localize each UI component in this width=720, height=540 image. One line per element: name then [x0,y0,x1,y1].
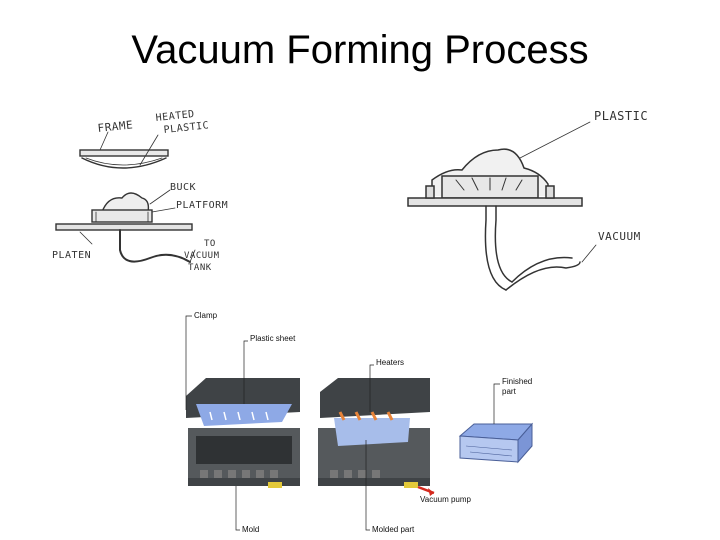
label-to: TO [204,239,216,249]
label-plastic-left: PLASTIC [163,120,210,136]
label-vacuum-pump: Vacuum pump [420,495,472,504]
label-finished: Finished [502,377,532,386]
machine-stage-2 [318,378,435,496]
sketch-buck-platform [91,192,153,223]
label-platform: PLATFORM [176,200,228,211]
heater-lid-2 [320,378,430,418]
heater-elements [338,411,394,421]
label-plastic-right: PLASTIC [594,109,648,123]
label-buck: BUCK [170,182,196,193]
sketch-vacuum-arrows [455,177,523,191]
platen-leader-line [79,231,93,245]
label-heaters: Heaters [376,358,404,367]
heated-plastic-leader-line [139,134,159,166]
finished-part-tray [458,422,534,464]
label-tank: TANK [188,263,212,273]
sketch-base-plate [407,197,583,207]
sketch-frame-heated-plastic [79,149,169,169]
label-molded-part: Molded part [372,525,415,534]
sketch-left-labels: FRAME HEATED PLASTIC BUCK PLATFORM PLATE… [52,109,228,273]
sketch-vacuum-pipe [484,205,513,291]
sketch-left [55,131,196,263]
label-mold: Mold [242,525,259,534]
sketch-vacuum-hose [119,229,191,263]
frame-leader-line [99,131,109,151]
render-leader-lines [185,315,500,531]
vacuum-right-leader-line [581,244,597,263]
plastic-sheet-1 [196,404,292,426]
molded-part-2 [334,418,410,446]
buck-leader-line [149,189,171,205]
label-platen: PLATEN [52,250,91,261]
platform-leader-line [151,207,176,213]
label-plastic-sheet: Plastic sheet [250,334,296,343]
label-vacuum-left: VACUUM [184,251,220,261]
plastic-right-leader-line [519,121,591,159]
sketch-platen [55,223,193,231]
sketch-right [407,121,597,291]
label-heated: HEATED [155,109,195,124]
label-clamp: Clamp [194,311,218,320]
label-part: part [502,387,517,396]
label-vacuum-right: VACUUM [598,230,641,243]
label-frame: FRAME [97,118,134,135]
page-title: Vacuum Forming Process [131,28,589,72]
machine-stage-1 [186,378,300,488]
to-vacuum-leader-line [189,249,196,263]
